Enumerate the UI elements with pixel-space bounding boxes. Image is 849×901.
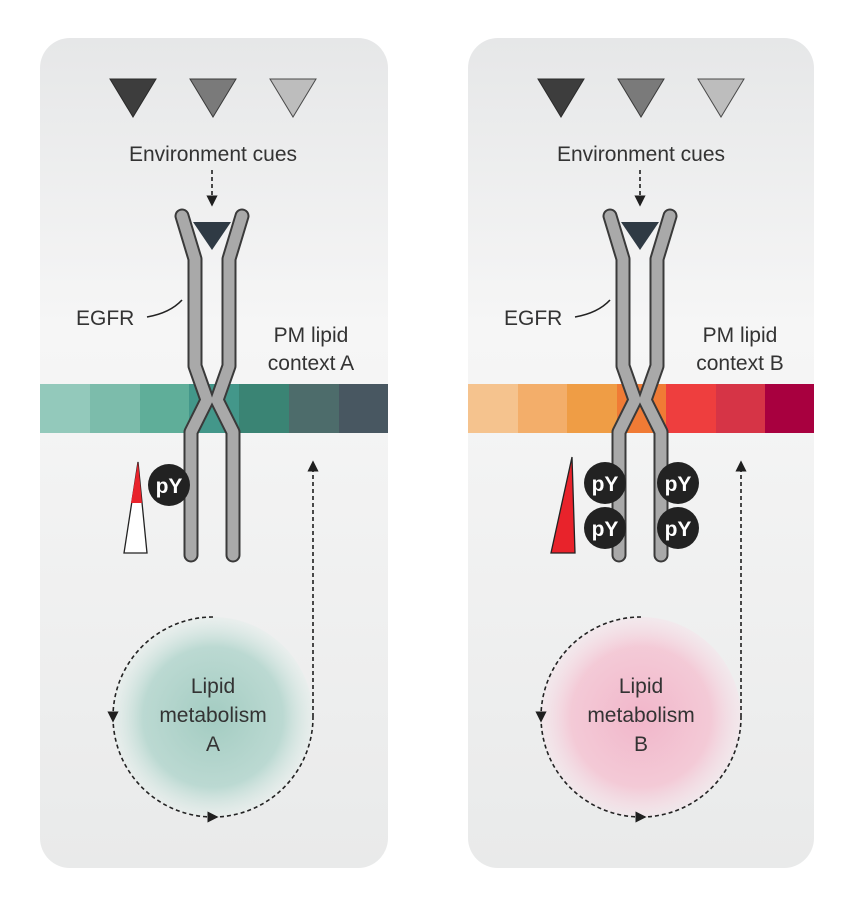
panel-b-phospho-group: pY pY pY pY bbox=[584, 462, 699, 549]
membrane-segment bbox=[90, 384, 140, 433]
membrane-segment bbox=[289, 384, 339, 433]
panel-a-activity-gradient bbox=[123, 461, 148, 554]
panel-b-lipid-metabolism: Lipid metabolism B bbox=[535, 616, 742, 823]
panel-a-egfr-pointer bbox=[146, 299, 183, 318]
metabolism-cycle-arc bbox=[535, 616, 642, 723]
membrane-segment bbox=[716, 384, 765, 433]
panel-a-phospho-group: pY bbox=[148, 464, 190, 506]
panel-b-egfr-receptor bbox=[602, 208, 678, 563]
panel-a: Environment cues PM lipid context A EGFR… bbox=[40, 38, 388, 868]
membrane-segment bbox=[140, 384, 189, 433]
phosphotyrosine-badge bbox=[584, 462, 626, 504]
panel-b-metabolism-line3: B bbox=[634, 733, 648, 756]
panel-b-metabolism-line1: Lipid bbox=[619, 675, 663, 698]
panel-b-background bbox=[468, 38, 814, 868]
receptor-left-arm-fill bbox=[604, 210, 641, 561]
receptor-right-arm-fill bbox=[211, 210, 248, 561]
panel-a-background bbox=[40, 38, 388, 868]
bound-ligand bbox=[193, 222, 231, 250]
panel-b: Environment cues PM lipid context B EGFR… bbox=[468, 38, 814, 868]
panel-a-environment-cues: Environment cues bbox=[109, 78, 317, 166]
panel-a-lipid-metabolism: Lipid metabolism A bbox=[107, 616, 314, 823]
metabolism-cycle-arc bbox=[112, 716, 219, 823]
membrane-segment bbox=[765, 384, 814, 433]
receptor-left-arm-fill bbox=[176, 210, 213, 561]
panel-a-cues-label: Environment cues bbox=[129, 143, 297, 166]
gradient-wedge-fill bbox=[131, 462, 142, 503]
panel-a-metabolism-line1: Lipid bbox=[191, 675, 235, 698]
phosphotyrosine-label: pY bbox=[665, 518, 692, 541]
gradient-wedge bbox=[550, 456, 576, 554]
phosphotyrosine-badge bbox=[148, 464, 190, 506]
panel-b-environment-cues: Environment cues bbox=[537, 78, 745, 166]
membrane-segment bbox=[468, 384, 518, 433]
panel-b-egfr-pointer bbox=[574, 299, 611, 318]
panel-a-membrane bbox=[40, 384, 388, 433]
panel-b-pm-label-line2: context B bbox=[696, 352, 784, 375]
phosphotyrosine-badge bbox=[657, 462, 699, 504]
panel-b-metabolism-line2: metabolism bbox=[587, 704, 694, 727]
phosphotyrosine-label: pY bbox=[592, 473, 619, 496]
panel-b-pm-label-line1: PM lipid bbox=[703, 324, 778, 347]
metabolism-cycle-arc bbox=[107, 616, 214, 723]
panel-b-activity-gradient bbox=[550, 456, 576, 554]
metabolism-cycle-arc bbox=[212, 716, 314, 818]
panel-b-metabolism-circle bbox=[541, 617, 741, 817]
cue-triangle-light bbox=[269, 78, 317, 118]
cue-triangle-medium bbox=[189, 78, 237, 118]
panel-b-cues-label: Environment cues bbox=[557, 143, 725, 166]
panel-a-egfr-receptor bbox=[174, 208, 250, 563]
panel-a-metabolism-line2: metabolism bbox=[159, 704, 266, 727]
metabolism-cycle-arc bbox=[640, 716, 742, 818]
phosphotyrosine-badge bbox=[657, 507, 699, 549]
membrane-segment bbox=[666, 384, 716, 433]
phosphotyrosine-label: pY bbox=[592, 518, 619, 541]
panel-a-metabolism-line3: A bbox=[206, 733, 220, 756]
receptor-right-arm-fill bbox=[639, 210, 676, 561]
membrane-segment bbox=[40, 384, 90, 433]
gradient-wedge-outline bbox=[123, 461, 148, 554]
phosphotyrosine-badge bbox=[584, 507, 626, 549]
cue-triangle-light bbox=[697, 78, 745, 118]
panel-a-pm-label-line2: context A bbox=[268, 352, 354, 375]
metabolism-cycle-arc bbox=[540, 716, 647, 823]
panel-b-egfr-label: EGFR bbox=[504, 307, 562, 330]
panel-a-metabolism-circle bbox=[113, 617, 313, 817]
panel-a-pm-label-line1: PM lipid bbox=[274, 324, 349, 347]
cue-triangle-medium bbox=[617, 78, 665, 118]
phosphotyrosine-label: pY bbox=[665, 473, 692, 496]
membrane-segment bbox=[518, 384, 567, 433]
bound-ligand bbox=[621, 222, 659, 250]
membrane-segment bbox=[239, 384, 289, 433]
cue-triangle-dark bbox=[537, 78, 585, 118]
membrane-segment bbox=[567, 384, 617, 433]
phosphotyrosine-label: pY bbox=[156, 475, 183, 498]
membrane-segment bbox=[339, 384, 388, 433]
panel-a-egfr-label: EGFR bbox=[76, 307, 134, 330]
cue-triangle-dark bbox=[109, 78, 157, 118]
